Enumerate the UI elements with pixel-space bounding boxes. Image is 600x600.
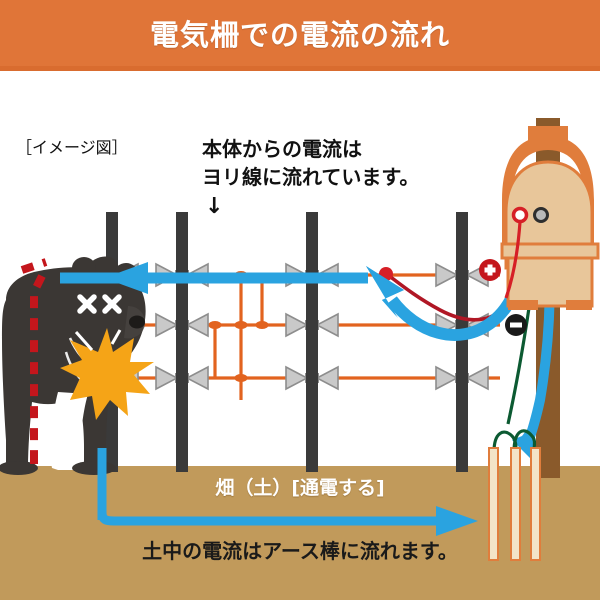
shock-star <box>60 328 154 420</box>
bear-paw <box>0 461 38 475</box>
fence-posts <box>106 212 468 472</box>
earth-rod <box>488 447 499 561</box>
wire-node <box>234 321 248 329</box>
ground-current-path <box>97 448 478 536</box>
bear <box>0 256 154 475</box>
terminal-negative[interactable] <box>533 207 549 223</box>
image-note-label: ［イメージ図］ <box>16 138 128 157</box>
ground-caption: 土中の電流はアース棒に流れます。 <box>142 539 458 563</box>
wire-node <box>255 321 269 329</box>
wire-junction-nodes <box>208 271 269 382</box>
terminal-positive[interactable] <box>511 206 529 224</box>
bear-eye-right <box>102 294 122 314</box>
main-annotation-line1: 本体からの電流は <box>202 137 362 161</box>
header-banner-rule <box>0 66 600 71</box>
fence-post <box>456 212 468 472</box>
fence-post <box>306 212 318 472</box>
bear-nose <box>129 315 145 329</box>
bear-eye-left <box>77 294 97 314</box>
status-badge-positive <box>479 259 501 281</box>
wire-node <box>234 374 248 382</box>
bear-leg-front <box>51 392 88 468</box>
earth-rod <box>530 447 541 561</box>
main-annotation-arrow: ↓ <box>205 194 224 219</box>
status-badge-negative <box>505 314 527 336</box>
blue-fence-current-arrow <box>60 262 368 294</box>
energizer-unit <box>500 126 600 310</box>
header-banner <box>0 0 600 66</box>
positive-lead-wire <box>504 221 522 299</box>
fence-post <box>176 212 188 472</box>
shock-spark-lines <box>74 329 122 351</box>
earth-rods <box>488 447 541 561</box>
main-annotation-line2: ヨリ線に流れています。 <box>202 165 420 189</box>
bear-current-path <box>30 274 46 452</box>
bear-current-path-head <box>20 258 48 274</box>
wire-node <box>208 321 222 329</box>
earth-rod <box>510 447 521 561</box>
page-title: 電気柵での電流の流れ <box>149 18 450 52</box>
ground-label: 畑（土）[通電する] <box>215 477 385 499</box>
